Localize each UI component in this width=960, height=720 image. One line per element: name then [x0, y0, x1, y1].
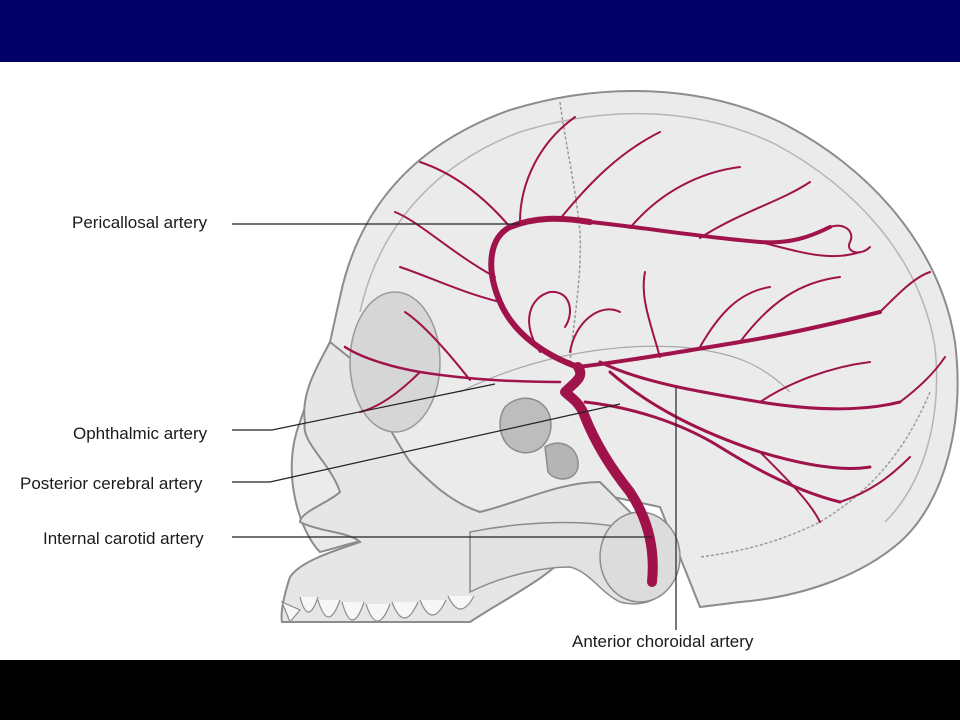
tooth — [341, 601, 365, 621]
slide-header-band — [0, 0, 960, 62]
posterior-cerebral-artery-label: Posterior cerebral artery — [20, 474, 203, 493]
diagram-canvas: Pericallosal artery Ophthalmic artery Po… — [0, 62, 960, 660]
cortical-branch — [759, 451, 821, 523]
ophthalmic-leader — [232, 383, 496, 431]
posterior-cerebral-branch — [583, 400, 842, 504]
teeth — [280, 595, 475, 624]
leader-lines — [232, 223, 677, 630]
cortical-branch — [559, 131, 661, 220]
tooth — [317, 599, 341, 618]
cortical-branch — [759, 241, 861, 258]
anterior-choroidal-artery-label: Anterior choroidal artery — [572, 632, 754, 651]
coronal-suture — [559, 101, 582, 363]
skull-artery-illustration — [232, 90, 959, 630]
tooth — [391, 601, 419, 619]
anterior-cerebral-branch — [588, 220, 832, 245]
pericallosal-artery-label: Pericallosal artery — [72, 213, 208, 232]
arterial-tree — [343, 116, 946, 587]
cortical-branch — [569, 308, 621, 353]
orbit — [349, 291, 441, 433]
tooth — [365, 603, 391, 622]
sinus-shape-2 — [544, 442, 579, 480]
cortical-branch — [899, 356, 946, 403]
cortical-branch — [394, 211, 496, 278]
ophthalmic-artery-label: Ophthalmic artery — [73, 424, 208, 443]
internal-carotid-artery-label: Internal carotid artery — [43, 529, 204, 548]
internal-carotid-trunk — [560, 362, 658, 587]
cortical-branch — [642, 271, 661, 358]
cortical-branch — [519, 116, 576, 223]
cortical-branch — [879, 271, 931, 313]
squamous-suture — [459, 345, 791, 393]
cortical-branch — [829, 224, 871, 254]
tooth — [280, 600, 301, 624]
cortical-branch — [528, 290, 571, 353]
cortical-branch — [759, 361, 871, 403]
cortical-branch — [399, 266, 501, 303]
cortical-branch — [739, 276, 841, 343]
cortical-branch — [839, 456, 911, 503]
posterior-cerebral-leader — [232, 403, 621, 483]
lambdoid-suture — [699, 391, 931, 558]
cortical-branch — [629, 166, 741, 229]
mastoid — [599, 511, 681, 603]
tooth — [299, 596, 319, 613]
ophthalmic-branch — [343, 345, 562, 384]
cortical-branch — [404, 311, 471, 381]
skull-outline — [290, 90, 959, 609]
cortical-branch — [699, 181, 811, 239]
cortical-branch — [419, 161, 511, 228]
tooth — [419, 599, 447, 616]
cortical-branch — [699, 286, 771, 348]
slide-footer-band — [0, 660, 960, 720]
middle-cerebral-branch — [608, 370, 872, 470]
tooth — [447, 595, 475, 610]
